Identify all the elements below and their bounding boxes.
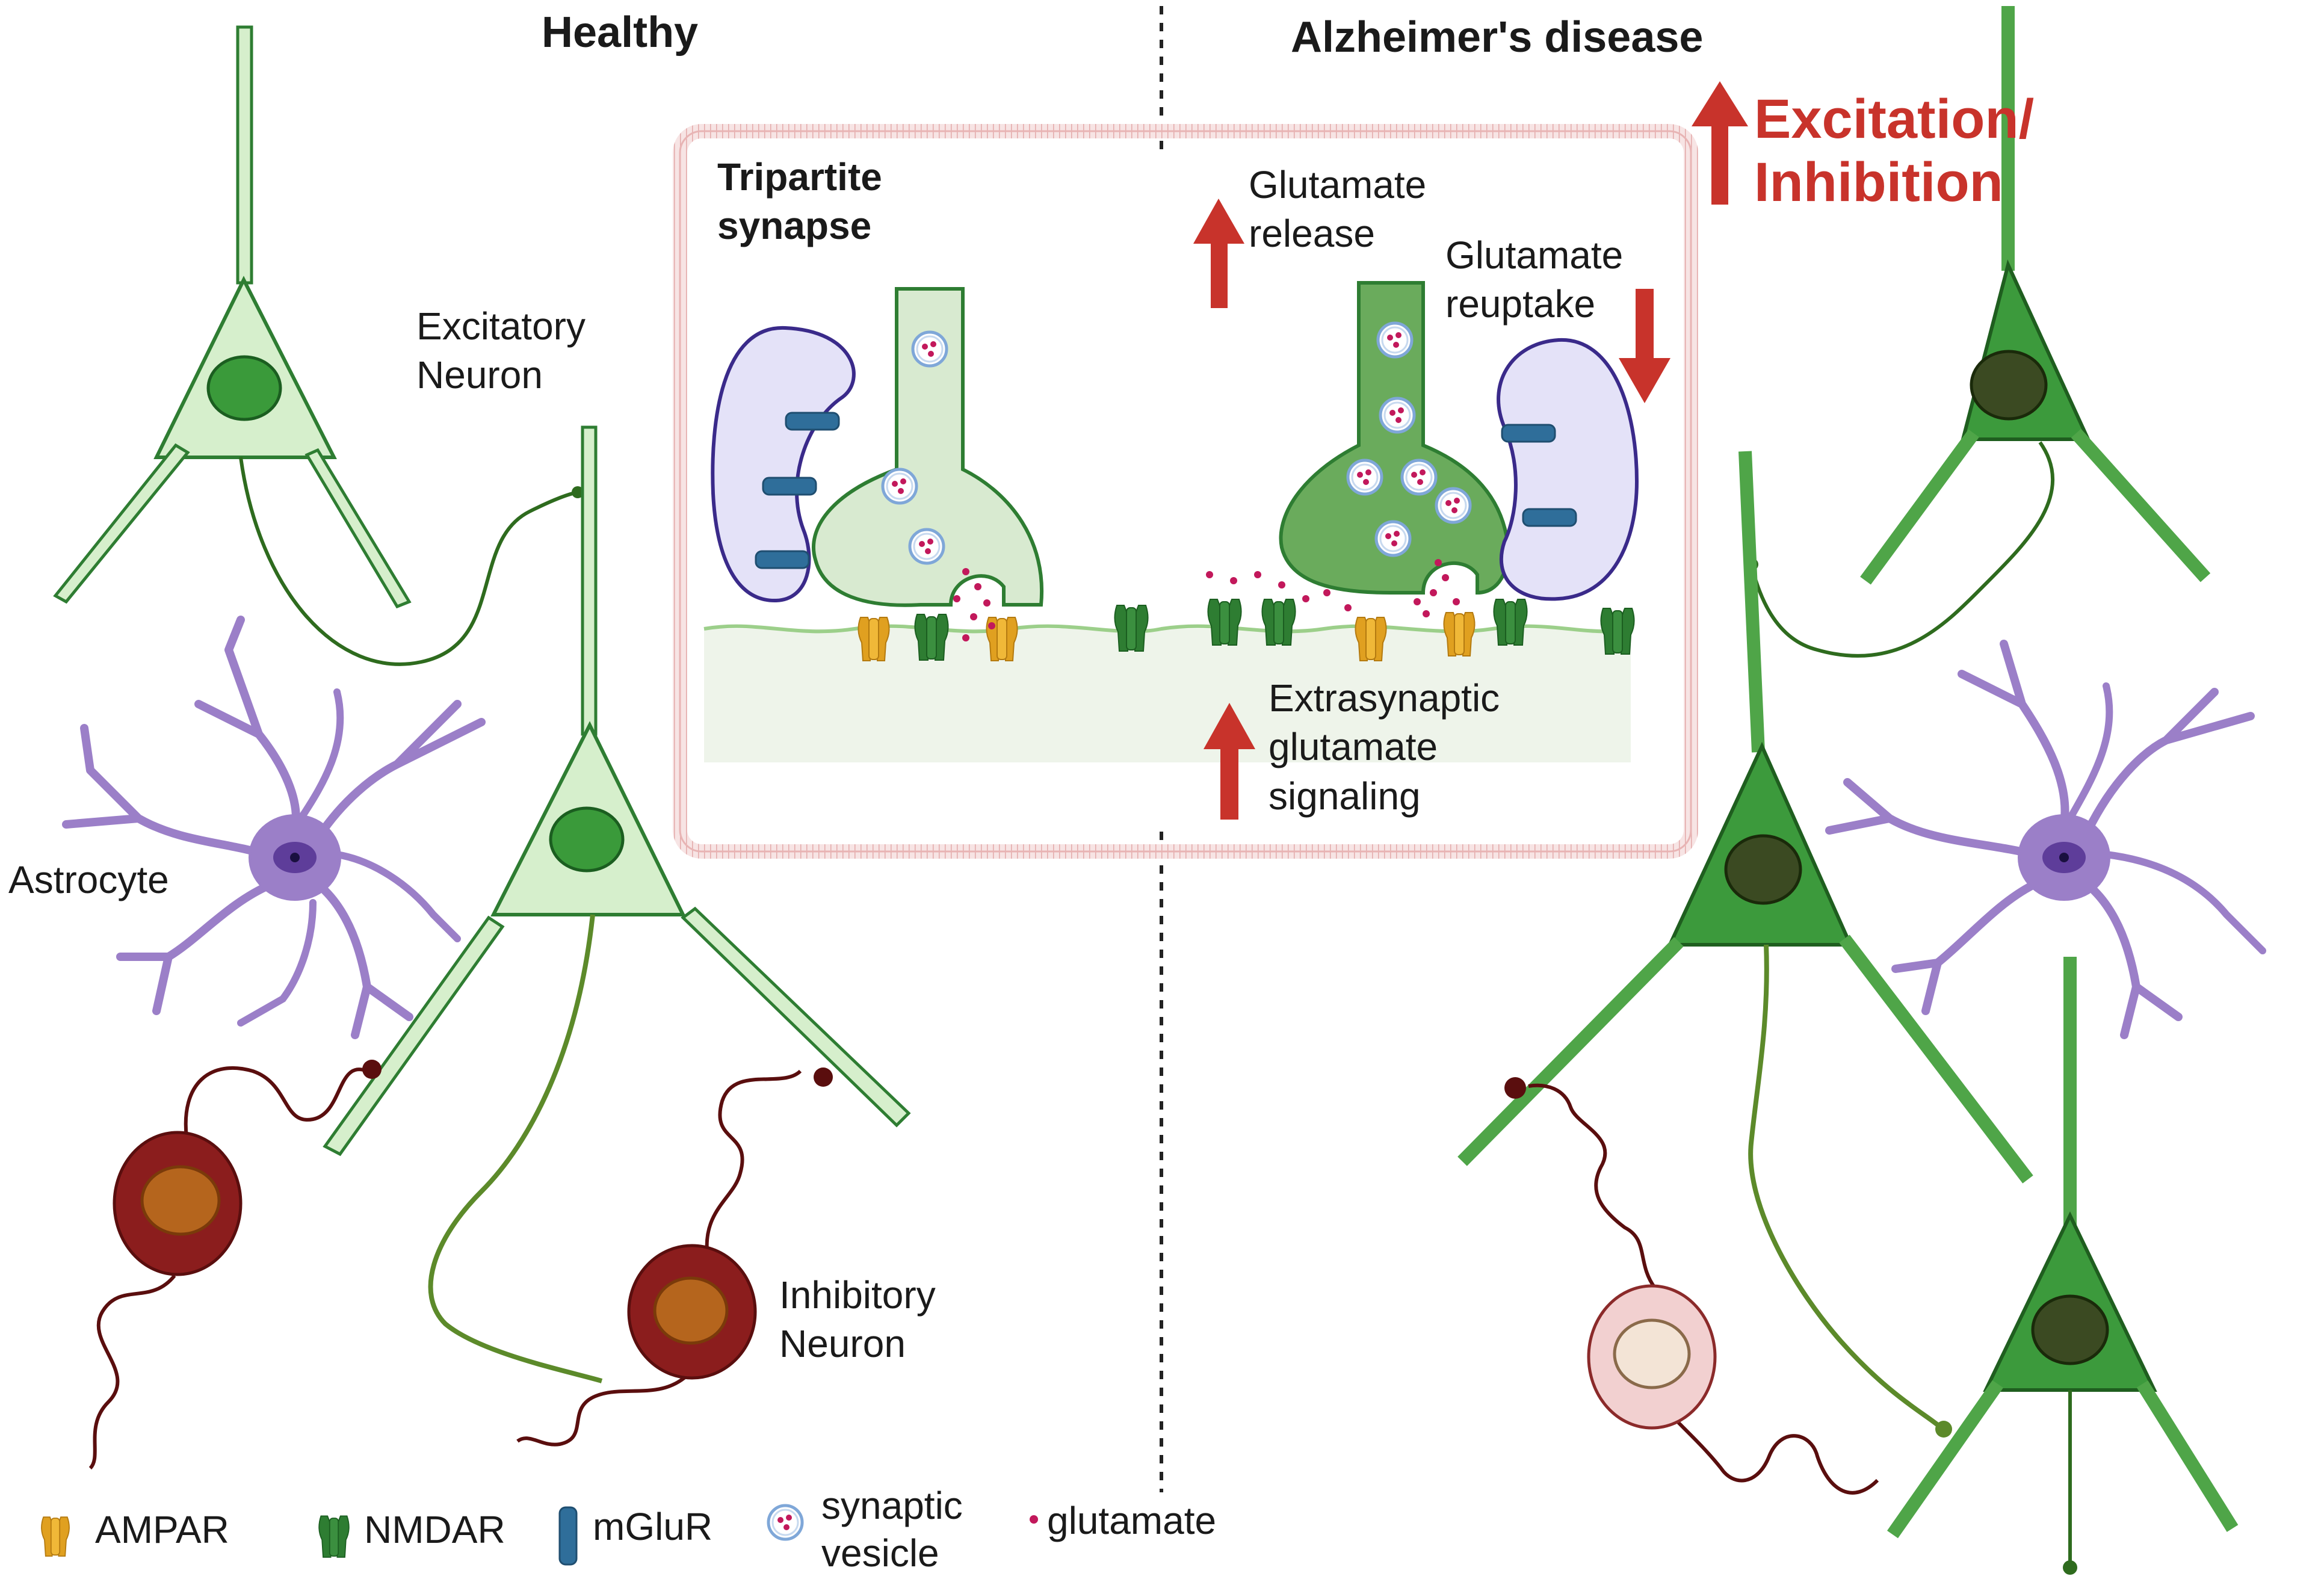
tripartite-synapse-title: Tripartite synapse xyxy=(717,155,882,248)
glutamate-legend-icon xyxy=(1030,1515,1038,1524)
extrasynaptic-signaling-label: Extrasynaptic glutamate signaling xyxy=(1269,676,1500,818)
glutamate-reuptake-label: Glutamate reuptake xyxy=(1445,233,1624,326)
glutamate-release-up-arrow xyxy=(1193,199,1244,308)
healthy-excitatory-neuron-center xyxy=(323,425,911,1383)
excitatory-neuron-label: Excitatory Neuron xyxy=(416,304,586,397)
healthy-inhibitory-neuron-left xyxy=(88,1060,382,1470)
legend-synaptic-vesicle-label: synaptic vesicle xyxy=(821,1484,963,1575)
tripartite-synapse-box xyxy=(673,124,1698,859)
ampar-legend-icon xyxy=(41,1516,70,1557)
healthy-astrocyte xyxy=(62,616,486,1039)
ad-panel-title: Alzheimer's disease xyxy=(1291,13,1704,61)
healthy-inhibitory-neuron-right xyxy=(516,1067,833,1447)
legend-glutamate-label: glutamate xyxy=(1047,1499,1217,1542)
healthy-panel-title: Healthy xyxy=(542,8,699,57)
excitation-inhibition-up-arrow xyxy=(1692,81,1748,205)
ad-inhibitory-neuron xyxy=(1504,1077,1879,1495)
ad-excitatory-neuron-bottom-right xyxy=(1887,957,2239,1575)
legend-mglur-label: mGluR xyxy=(593,1505,713,1548)
extrasynaptic-up-arrow xyxy=(1204,703,1255,820)
legend-icons xyxy=(41,1506,1038,1566)
synaptic-vesicle-legend-icon xyxy=(768,1506,802,1539)
excitation-inhibition-label: Excitation/ Inhibition xyxy=(1754,88,2035,213)
nmdar-legend-icon xyxy=(318,1515,350,1558)
legend-nmdar-label: NMDAR xyxy=(364,1508,505,1551)
healthy-excitatory-neuron-top xyxy=(53,25,584,666)
astrocyte-label: Astrocyte xyxy=(8,858,169,901)
ad-excitatory-neuron-center xyxy=(1457,451,2033,1438)
ad-astrocyte xyxy=(1825,640,2266,1039)
ad-excitatory-neuron-top-right xyxy=(1746,6,2211,658)
glutamate-reuptake-down-arrow xyxy=(1619,289,1670,403)
inhibitory-neuron-label: Inhibitory Neuron xyxy=(779,1273,936,1366)
legend-ampar-label: AMPAR xyxy=(95,1508,229,1551)
glutamate-release-label: Glutamate release xyxy=(1249,163,1427,256)
mglur-legend-icon xyxy=(558,1506,578,1566)
